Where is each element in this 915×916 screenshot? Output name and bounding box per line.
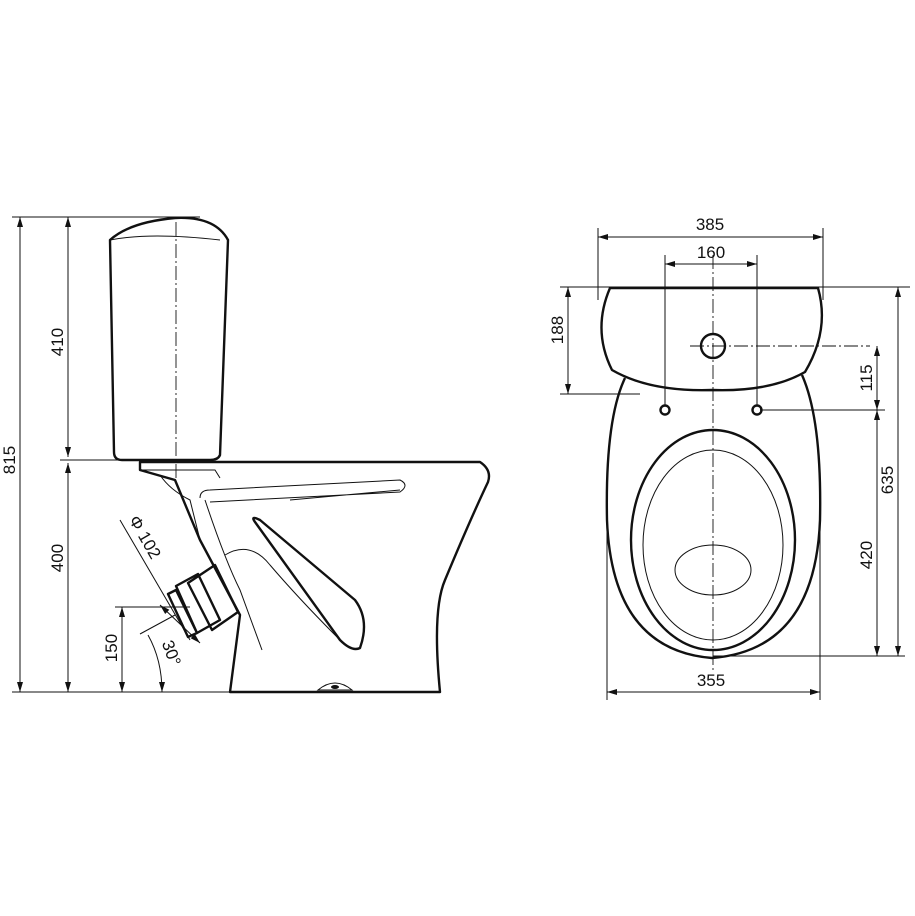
dim-total-depth: 635 <box>878 466 897 494</box>
trapway <box>252 516 366 651</box>
dim-bowl-depth: 420 <box>857 541 876 569</box>
dim-tank-width: 385 <box>696 215 724 234</box>
dim-outlet-diameter: Φ 102 <box>125 512 165 562</box>
floor-bolt-icon <box>316 682 354 691</box>
dim-hole-spacing: 160 <box>697 243 725 262</box>
seat-rim <box>629 428 797 652</box>
dim-outlet-angle: 30° <box>158 638 185 669</box>
dim-bowl-width: 355 <box>697 671 725 690</box>
outlet-pipe <box>166 563 240 639</box>
dim-bowl-height: 400 <box>48 544 67 572</box>
dim-tank-depth: 188 <box>548 316 567 344</box>
cistern-top-outline <box>600 286 824 392</box>
dim-total-height: 815 <box>0 446 19 474</box>
top-view: 385 160 188 115 635 420 355 <box>548 215 910 700</box>
dim-hole-offset: 115 <box>857 364 876 391</box>
dim-tank-height: 410 <box>48 328 67 356</box>
side-view: 815 410 400 150 Φ 102 30° <box>0 216 491 694</box>
cistern-outline <box>108 216 230 462</box>
dim-outlet-height: 150 <box>102 634 121 662</box>
bowl-top-outline <box>605 374 822 660</box>
bowl-outline <box>138 460 491 694</box>
